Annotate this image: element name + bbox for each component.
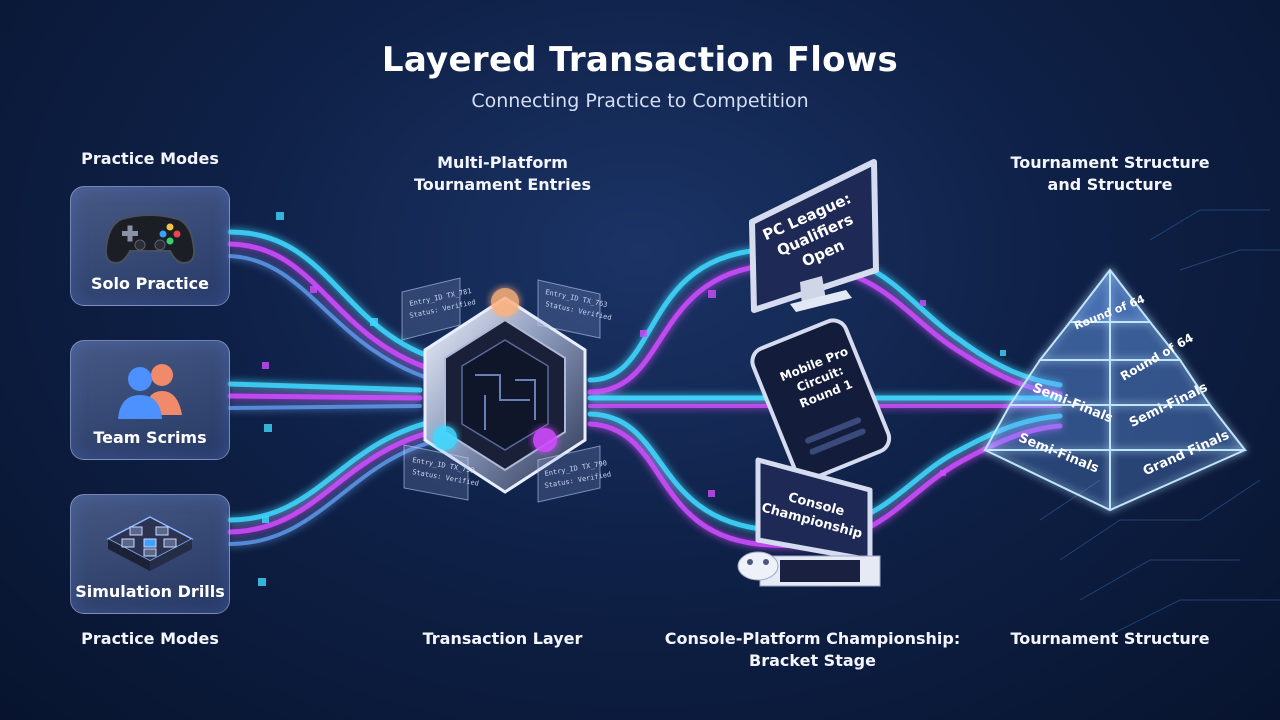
- transaction-layer-label: Transaction Layer: [422, 629, 583, 648]
- tournament-structure-label-top: Tournament Structure and Structure: [990, 152, 1230, 196]
- multi-platform-line2: Tournament Entries: [413, 175, 592, 194]
- pc-monitor-icon: [749, 159, 879, 313]
- practice-card-simulation[interactable]: Simulation Drills: [70, 494, 230, 614]
- console-platform-icon: [737, 457, 881, 587]
- multi-platform-label: Multi-Platform Tournament Entries: [380, 152, 625, 196]
- practice-card-solo-label: Solo Practice: [91, 274, 209, 293]
- circuit-grid-decoration: [1039, 209, 1280, 641]
- multi-platform-line1: Multi-Platform: [437, 153, 568, 172]
- tournament-pyramid-icon: [983, 268, 1248, 512]
- transaction-core-crystal-icon: [423, 288, 587, 494]
- console-caption-line2: Bracket Stage: [749, 651, 876, 670]
- page-title: Layered Transaction Flows: [381, 40, 899, 80]
- practice-card-team[interactable]: Team Scrims: [70, 340, 230, 460]
- tournament-top-line2: and Structure: [1047, 175, 1173, 194]
- tournament-top-line1: Tournament Structure: [1010, 153, 1210, 172]
- practice-card-simulation-label: Simulation Drills: [75, 582, 225, 601]
- console-caption-line1: Console-Platform Championship:: [664, 629, 961, 648]
- practice-modes-label-bottom: Practice Modes: [81, 629, 219, 648]
- simulation-blocks-icon: [106, 516, 194, 571]
- page-subtitle: Connecting Practice to Competition: [471, 90, 809, 112]
- particles-decoration: [258, 212, 1006, 586]
- gamepad-icon: [104, 214, 196, 265]
- left-flows: [227, 229, 443, 546]
- tournament-structure-label-bottom: Tournament Structure: [1010, 629, 1210, 648]
- practice-card-team-label: Team Scrims: [93, 428, 207, 447]
- ledger-ticket-decoration: [401, 277, 601, 503]
- console-caption-label: Console-Platform Championship: Bracket S…: [640, 628, 985, 672]
- practice-card-solo[interactable]: Solo Practice: [70, 186, 230, 306]
- mobile-phone-icon: [750, 318, 892, 482]
- practice-modes-label-top: Practice Modes: [81, 149, 219, 168]
- team-icon: [118, 364, 182, 419]
